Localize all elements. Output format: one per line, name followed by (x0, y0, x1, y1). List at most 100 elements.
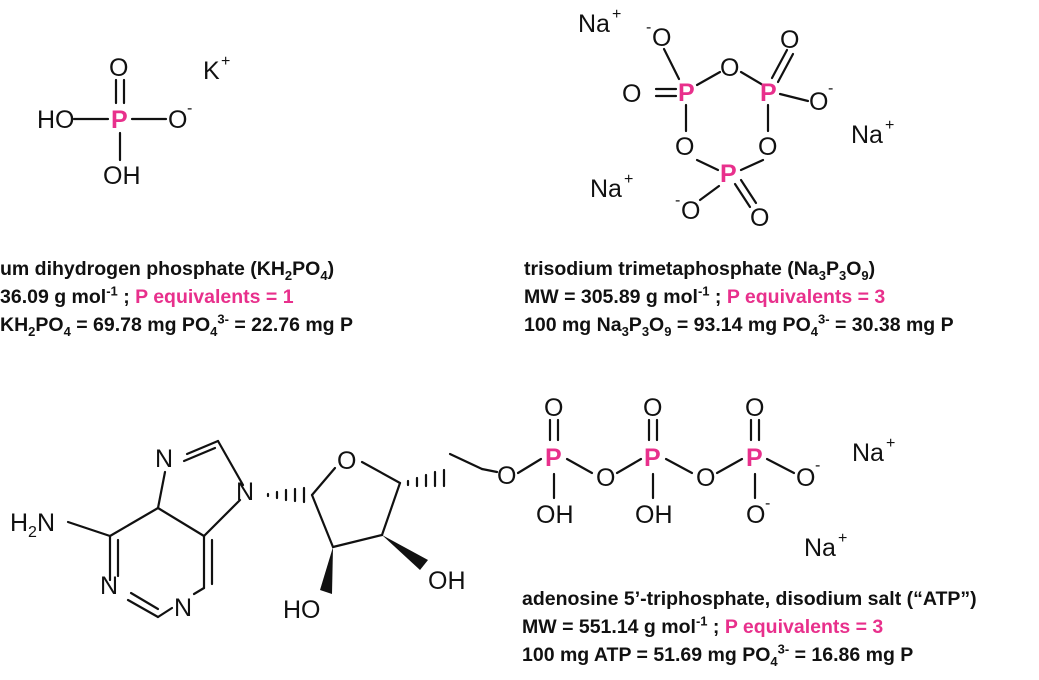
na3p3o9-conversion: 100 mg Na3P3O9 = 93.14 mg PO43- = 30.38 … (524, 311, 954, 339)
atom-o: O (746, 501, 765, 529)
atom-p: P (720, 160, 737, 188)
bond (360, 460, 402, 485)
wedge-bond (382, 535, 428, 570)
bond (156, 606, 174, 619)
bond (739, 158, 765, 172)
atom-o: O (750, 204, 769, 232)
bond (664, 457, 694, 475)
bond (698, 184, 721, 202)
hashed-bond (266, 486, 306, 504)
bond (480, 467, 499, 474)
p-equivalents: P equivalents = 1 (135, 286, 294, 308)
bond (733, 182, 752, 209)
atom-o: O (681, 197, 700, 225)
atom-n: N (100, 572, 118, 600)
na3p3o9-caption: trisodium trimetaphosphate (Na3P3O9) MW … (524, 255, 954, 339)
atom-k: K (203, 57, 220, 85)
bond (715, 457, 744, 475)
bond (182, 446, 217, 463)
kh2po4-conversion: KH2PO4 = 69.78 mg PO43- = 22.76 mg P (0, 311, 354, 339)
atom-p: P (644, 444, 661, 472)
atom-ho: HO (37, 106, 75, 134)
atom-p: P (545, 444, 562, 472)
bond (185, 439, 220, 456)
bond (202, 498, 242, 538)
atp-caption: adenosine 5’-triphosphate, disodium salt… (522, 585, 977, 669)
charge-plus: + (838, 530, 847, 547)
atom-o: O (497, 462, 516, 490)
atom-o: O (168, 106, 187, 134)
bond (126, 598, 160, 619)
charge-minus: - (675, 192, 680, 209)
atom-oh: OH (536, 501, 574, 529)
p-equivalents: P equivalents = 3 (726, 286, 886, 308)
atom-o: O (109, 54, 128, 82)
bond (739, 178, 758, 205)
atom-p: P (760, 79, 777, 107)
bond (516, 457, 543, 475)
bond (776, 52, 795, 84)
atom-o: O (696, 464, 715, 492)
atom-oh: OH (103, 162, 141, 190)
charge-minus: - (187, 100, 192, 117)
na3p3o9-structure: O - O P O P O O - O O P O - O Na + Na + … (578, 6, 894, 232)
atom-oh: OH (635, 501, 673, 529)
kh2po4-caption: um dihydrogen phosphate (KH2PO4) 36.09 g… (0, 255, 353, 339)
kh2po4-structure: O HO P O - OH K + (37, 53, 230, 190)
atom-na: Na (804, 534, 836, 562)
atp-structure: H 2 N N N N N O HO OH O O P OH O O P OH … (10, 394, 895, 624)
na3p3o9-name: trisodium trimetaphosphate (Na3P3O9) (524, 258, 876, 283)
hashed-bond (406, 468, 446, 488)
bond (448, 452, 484, 471)
kh2po4-mw: 36.09 g mol-1 ; P equivalents = 1 (0, 283, 294, 309)
bond (310, 493, 335, 549)
atom-n: N (37, 509, 55, 537)
atom-h: H (10, 509, 28, 537)
atp-name: adenosine 5’-triphosphate, disodium salt… (522, 588, 977, 610)
p-equivalents: P equivalents = 3 (724, 616, 884, 638)
subscript-2: 2 (28, 524, 37, 541)
bond (695, 158, 720, 172)
atom-oh: OH (428, 567, 466, 595)
bond (739, 70, 765, 87)
bond (565, 457, 594, 475)
atom-o: O (544, 394, 563, 422)
atom-na: Na (590, 175, 622, 203)
charge-minus: - (828, 80, 833, 97)
atom-o: O (652, 24, 671, 52)
charge-plus: + (612, 6, 621, 23)
bond (66, 520, 112, 538)
charge-plus: + (221, 53, 230, 70)
bond (156, 470, 167, 510)
atom-ho: HO (283, 596, 321, 624)
charge-minus: - (765, 495, 770, 512)
atom-o: O (720, 54, 739, 82)
bond (216, 439, 245, 487)
bond (192, 586, 206, 596)
atom-o: O (596, 464, 615, 492)
atp-conversion: 100 mg ATP = 51.69 mg PO43- = 16.86 mg P (522, 641, 914, 669)
kh2po4-name: um dihydrogen phosphate (KH2PO4) (0, 258, 335, 283)
bond (129, 591, 160, 611)
atom-na: Na (852, 439, 884, 467)
bond (765, 457, 796, 475)
atom-o: O (745, 394, 764, 422)
atom-n: N (174, 594, 192, 622)
atom-n: N (155, 445, 173, 473)
bond (380, 481, 402, 537)
atom-o: O (809, 88, 828, 116)
atom-n: N (236, 478, 254, 506)
na3p3o9-mw: MW = 305.89 g mol-1 ; P equivalents = 3 (524, 283, 886, 309)
bond (156, 506, 206, 538)
wedge-bond (320, 547, 333, 594)
bond (695, 70, 722, 87)
atom-o: O (643, 394, 662, 422)
charge-plus: + (886, 435, 895, 452)
atom-na: Na (851, 121, 883, 149)
atom-o: O (337, 447, 356, 475)
atom-p: P (111, 106, 128, 134)
bond (108, 506, 160, 538)
charge-plus: + (624, 171, 633, 188)
